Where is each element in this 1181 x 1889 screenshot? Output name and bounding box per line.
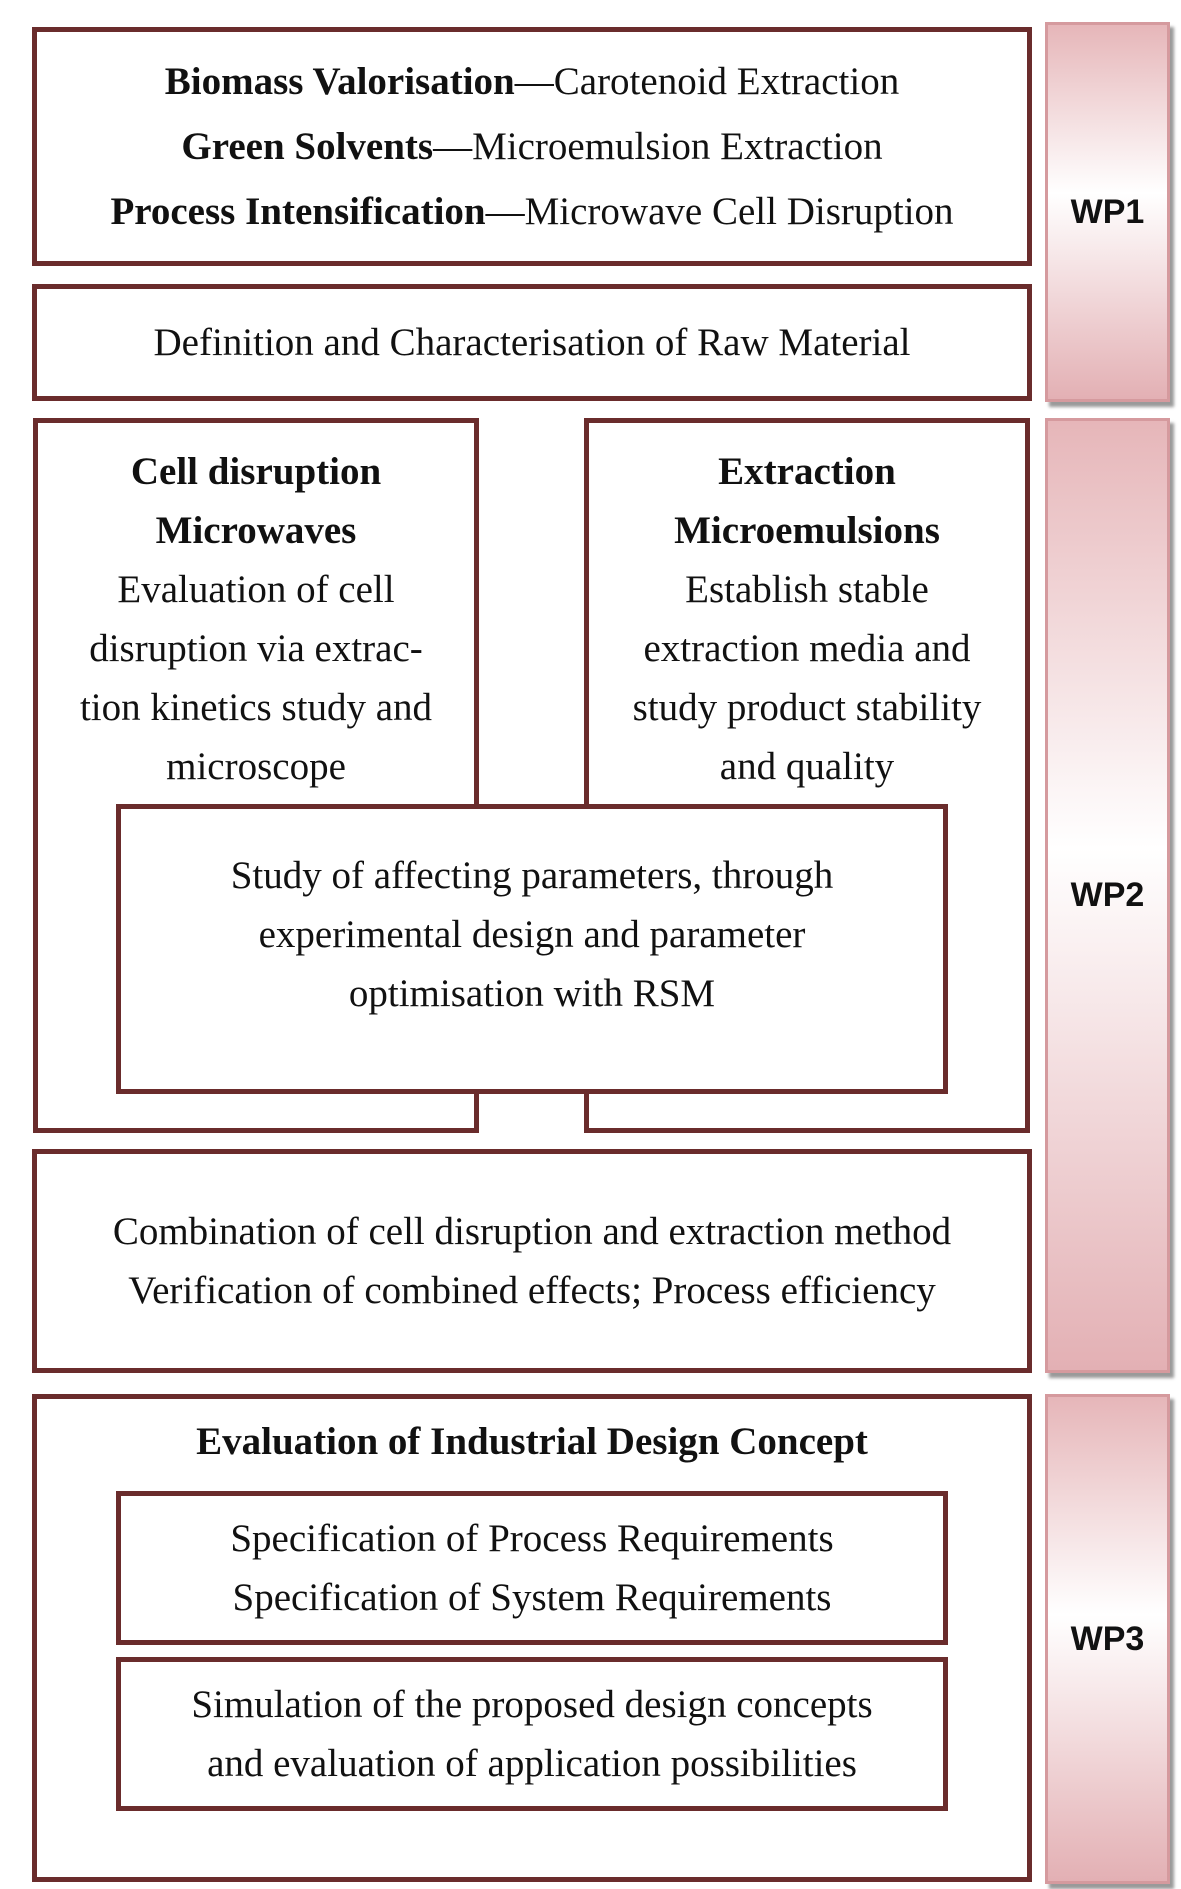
raw-material-text: Definition and Characterisation of Raw M… <box>153 321 911 364</box>
wp2-label: WP2 <box>1045 418 1170 1373</box>
raw-material-box: Definition and Characterisation of Raw M… <box>32 284 1032 401</box>
cell-disruption-box: Cell disruption Microwaves Evaluation of… <box>33 418 479 1133</box>
goal-topic: Biomass Valorisation <box>164 60 515 103</box>
parameters-box: Study of affecting parameters, through e… <box>116 804 948 1094</box>
goal-method: —Carotenoid Extraction <box>514 60 900 103</box>
extraction-subtitle: Microemulsions <box>674 509 940 552</box>
combination-line: Combination of cell disruption and extra… <box>112 1210 952 1253</box>
goal-line: Green Solvents—Microemulsion Extraction <box>181 114 882 179</box>
goal-line: Biomass Valorisation—Carotenoid Extracti… <box>165 49 899 114</box>
parameters-line: experimental design and parameter <box>258 912 806 956</box>
cell-disruption-line: Evaluation of cell <box>117 568 395 611</box>
goals-box: Biomass Valorisation—Carotenoid Extracti… <box>32 27 1032 266</box>
cell-disruption-title: Cell disruption <box>130 450 382 493</box>
requirements-line: Specification of Process Requirements <box>230 1517 834 1560</box>
cell-disruption-line: disruption via extrac- <box>89 627 423 670</box>
simulation-line: Simulation of the proposed design concep… <box>191 1683 873 1726</box>
extraction-title: Extraction <box>718 450 896 493</box>
goal-topic: Green Solvents <box>181 125 434 168</box>
simulation-line: and evaluation of application possibilit… <box>207 1742 857 1785</box>
extraction-line: and quality <box>719 745 895 788</box>
wp3-label: WP3 <box>1045 1394 1170 1884</box>
cell-disruption-subtitle: Microwaves <box>155 509 357 552</box>
extraction-line: Establish stable <box>685 568 929 611</box>
combination-line: Verification of combined effects; Proces… <box>128 1269 936 1312</box>
cell-disruption-line: tion kinetics study and <box>79 686 433 729</box>
parameters-line: optimisation with RSM <box>348 971 716 1015</box>
cell-disruption-line: microscope <box>166 745 346 788</box>
requirements-line: Specification of System Requirements <box>232 1576 832 1619</box>
goal-method: —Microwave Cell Disruption <box>485 190 954 233</box>
extraction-line: extraction media and <box>643 627 971 670</box>
simulation-box: Simulation of the proposed design concep… <box>116 1657 948 1811</box>
wp1-text: WP1 <box>1070 192 1145 231</box>
extraction-line: study product stability <box>632 686 982 729</box>
goal-topic: Process Intensification <box>110 190 486 233</box>
requirements-box: Specification of Process Requirements Sp… <box>116 1491 948 1645</box>
wp1-label: WP1 <box>1045 22 1170 402</box>
parameters-line: Study of affecting parameters, through <box>230 853 834 897</box>
wp2-text: WP2 <box>1070 876 1145 914</box>
goal-line: Process Intensification—Microwave Cell D… <box>110 179 953 244</box>
combination-box: Combination of cell disruption and extra… <box>32 1149 1032 1373</box>
wp3-text: WP3 <box>1070 1619 1145 1658</box>
industrial-design-title: Evaluation of Industrial Design Concept <box>196 1420 868 1463</box>
goal-method: —Microemulsion Extraction <box>433 125 883 168</box>
